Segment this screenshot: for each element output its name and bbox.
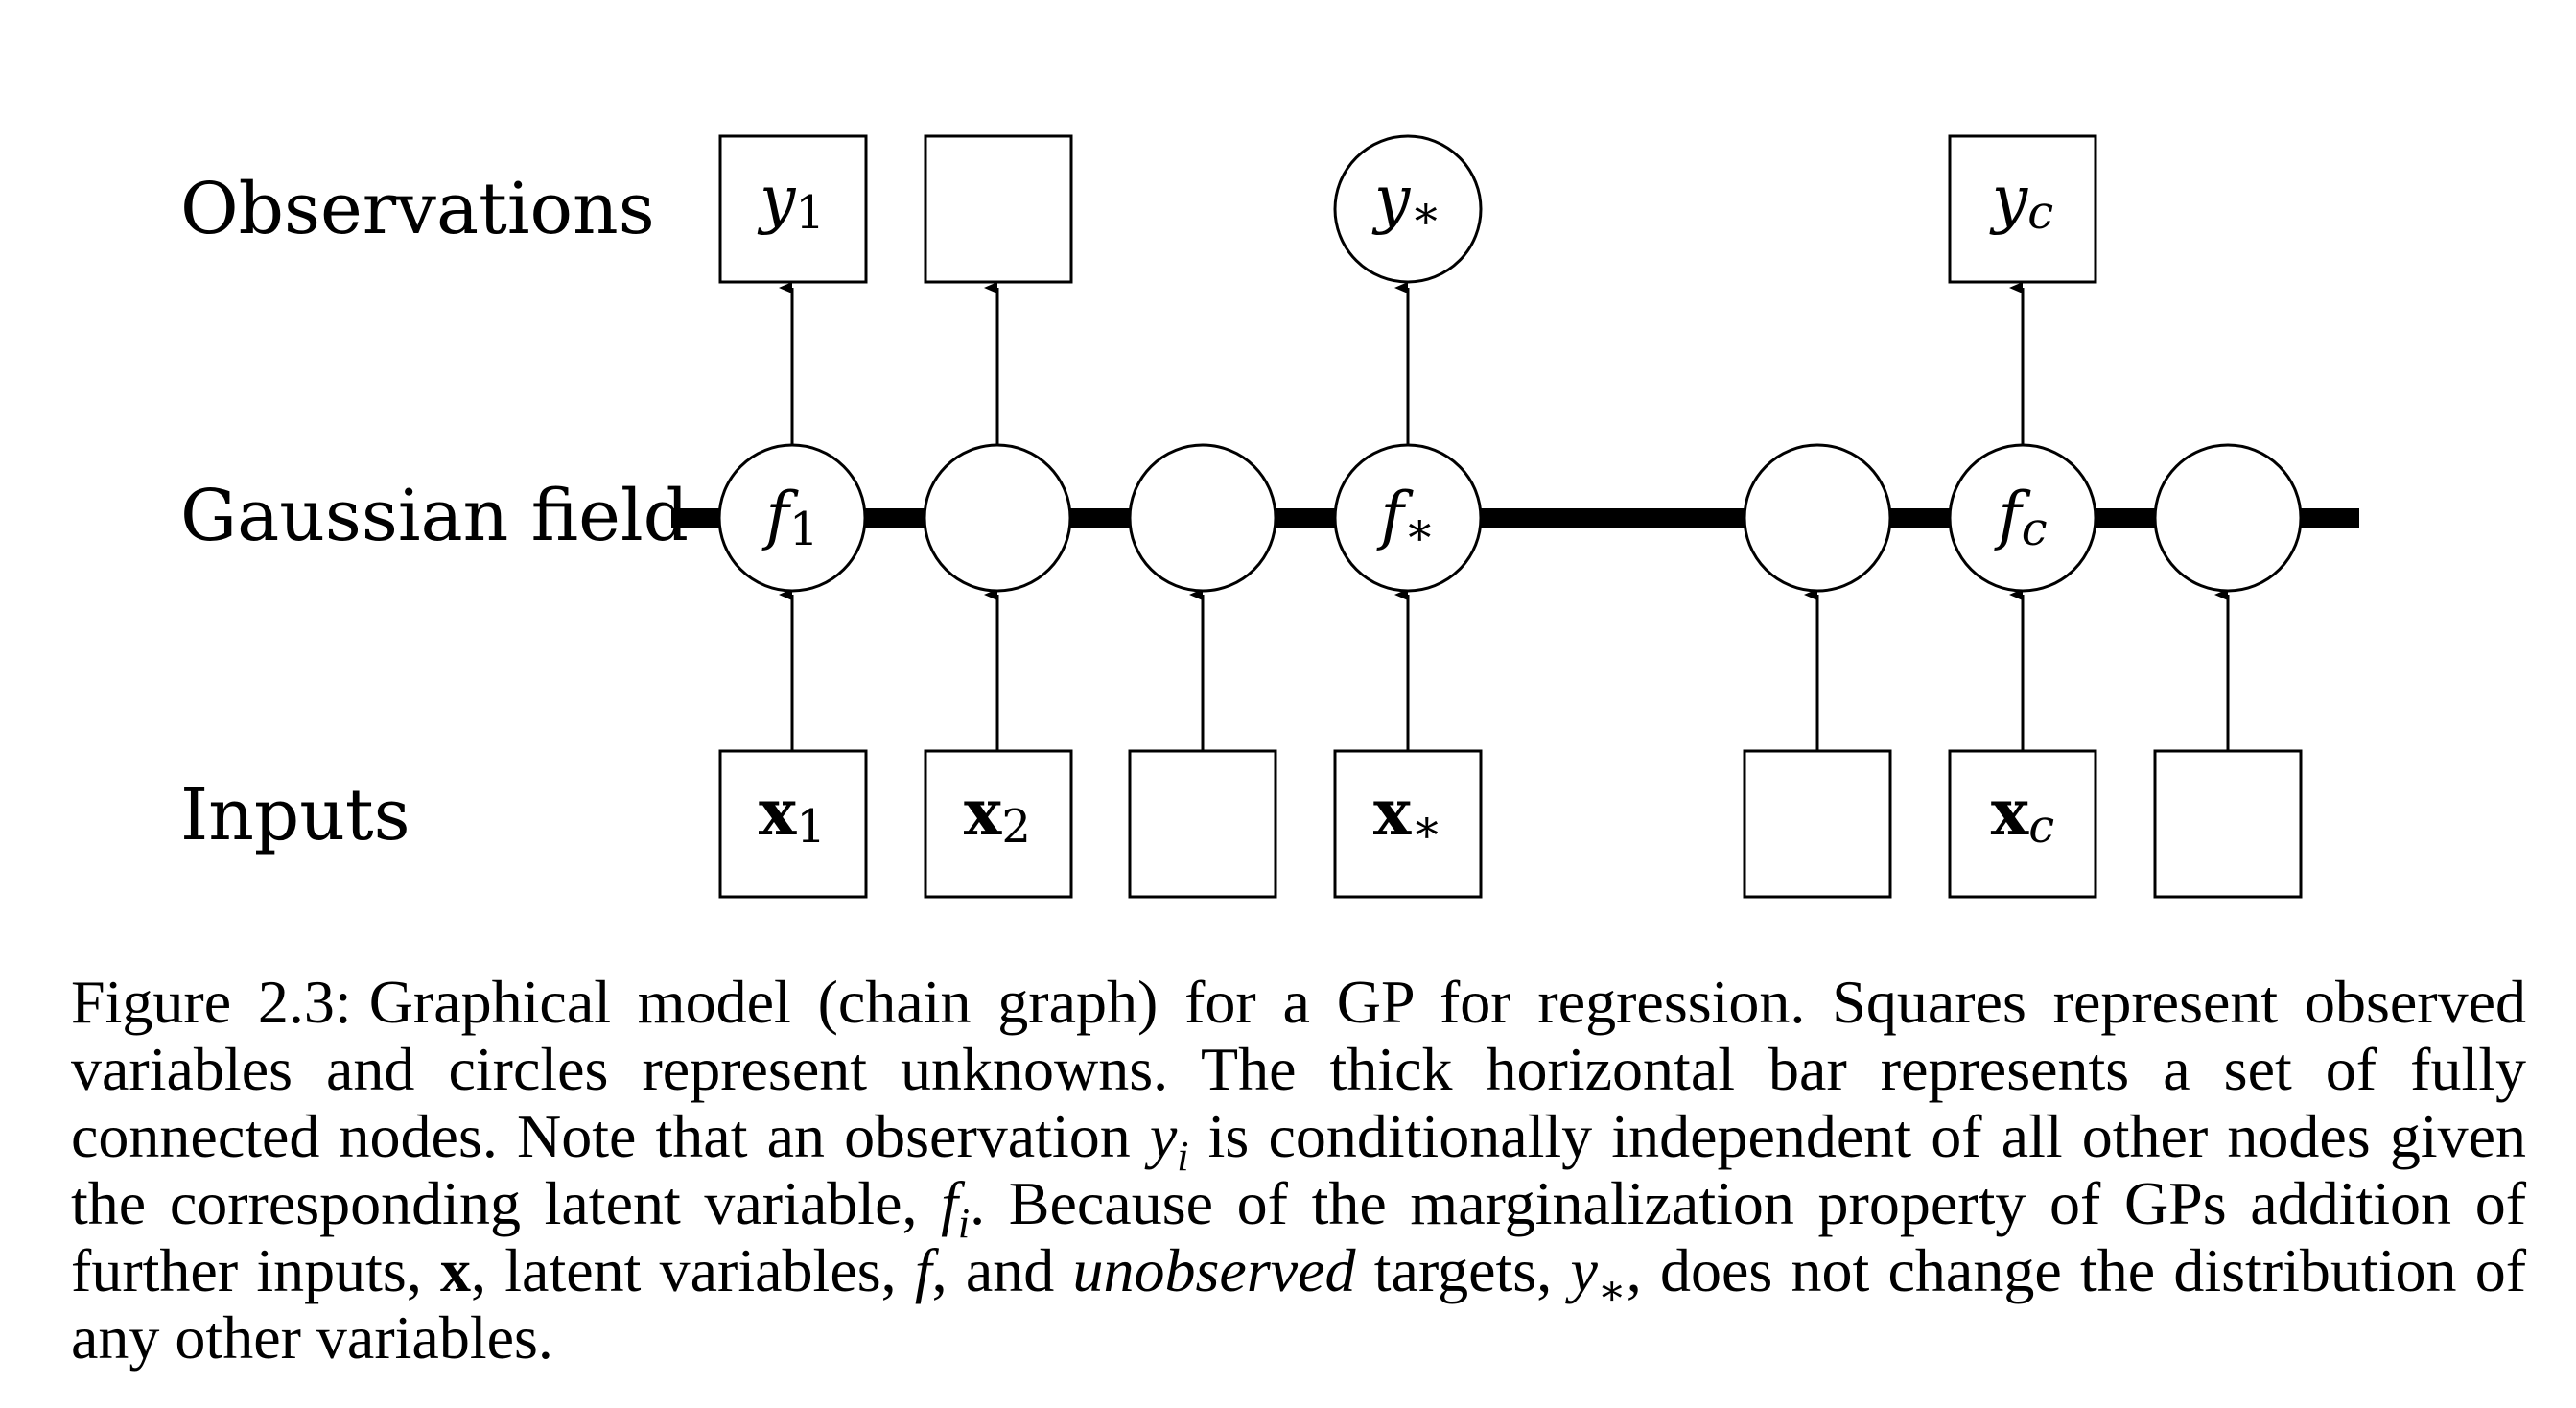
latent-nodes (717, 443, 2303, 593)
field-to-observation-arrows (779, 282, 2025, 444)
input-node-x1 (718, 749, 868, 899)
gp-chain-graph-diagram: Observations Gaussian field Inputs (180, 134, 2359, 899)
input-node-empty (2153, 749, 2303, 899)
caption-text: Graphical model (chain graph) for a GP f… (71, 968, 2527, 1170)
row-label-observations: Observations (180, 168, 655, 250)
label-ystar: y∗ (1371, 162, 1441, 240)
label-yc: yc (1989, 162, 2053, 240)
label-xc: xc (1991, 775, 2054, 854)
input-node-x2 (924, 749, 1073, 899)
input-nodes (718, 749, 2303, 899)
observation-node-empty (924, 134, 1073, 284)
observation-node-ystar (1333, 134, 1483, 284)
input-node-empty (1743, 749, 1892, 899)
label-fstar: f∗ (1375, 479, 1435, 556)
latent-node-f1 (717, 443, 867, 593)
latent-node-empty (1743, 443, 1892, 593)
latent-node-fstar (1333, 443, 1483, 593)
latent-node-empty (1128, 443, 1277, 593)
input-node-xstar (1333, 749, 1483, 899)
figure-caption: Figure 2.3:Graphical model (chain graph)… (71, 968, 2527, 1372)
input-node-xc (1948, 749, 2097, 899)
latent-node-empty (2153, 443, 2303, 593)
latent-node-fc (1948, 443, 2097, 593)
observation-node-y1 (718, 134, 868, 284)
input-to-field-arrows (779, 589, 2230, 751)
caption-emphasis: unobserved (1072, 1236, 1356, 1304)
input-node-empty (1128, 749, 1277, 899)
row-label-gaussian-field: Gaussian field (180, 475, 689, 557)
row-label-inputs: Inputs (180, 774, 410, 857)
caption-label: Figure 2.3: (71, 968, 352, 1036)
label-x2: x2 (964, 775, 1031, 854)
label-x1: x1 (759, 775, 826, 854)
observation-node-yc (1948, 134, 2097, 284)
label-y1: y1 (757, 162, 825, 240)
label-xstar: x∗ (1373, 775, 1442, 854)
latent-node-empty (923, 443, 1072, 593)
observation-nodes (718, 134, 2097, 284)
